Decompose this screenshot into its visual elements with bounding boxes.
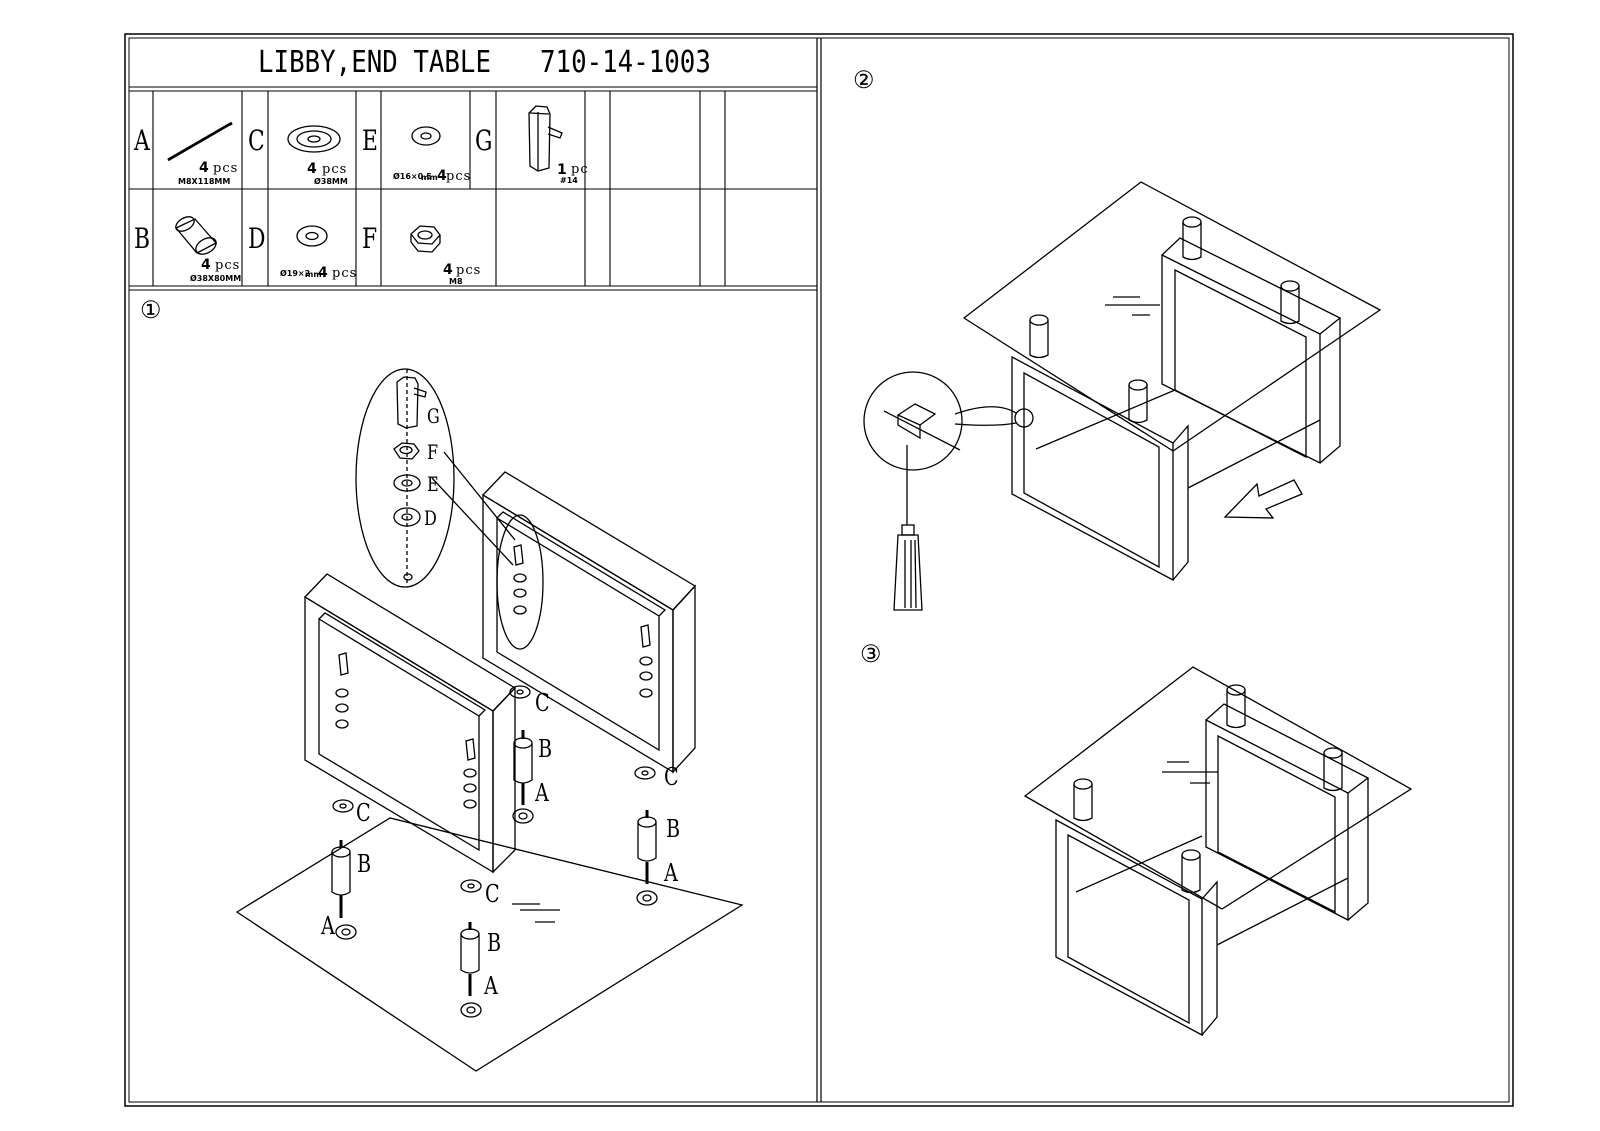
- bolt-icon: [167, 121, 233, 162]
- model-number: 710-14-1003: [540, 45, 711, 80]
- part-c-qty: 4: [307, 161, 317, 177]
- part-a-unit: pcs: [213, 161, 239, 176]
- hardware-stack: [335, 544, 653, 809]
- product-title: LIBBY,END TABLE: [258, 45, 492, 80]
- step-1-marker: ①: [140, 296, 162, 324]
- leg-assemblies: [331, 685, 658, 1018]
- part-letter-c: C: [248, 124, 265, 157]
- rubber-pad-icon: [287, 125, 341, 153]
- part-d-qty: 4: [318, 265, 328, 281]
- part-d-unit: pcs: [332, 266, 358, 281]
- part-c-unit: pcs: [322, 162, 348, 177]
- sleeve-icon: [174, 216, 218, 255]
- callout-f: F: [427, 440, 439, 464]
- part-b-unit: pcs: [215, 258, 241, 273]
- part-letter-a: A: [134, 124, 150, 157]
- callout-b: B: [357, 850, 372, 878]
- direction-arrow: [1223, 479, 1303, 519]
- end-frame: [1011, 237, 1342, 582]
- washer-icon: [296, 225, 328, 247]
- part-f-qty: 4: [443, 262, 453, 278]
- part-a-spec: M8X118MM: [178, 177, 231, 186]
- callout-g: G: [427, 404, 440, 428]
- callout-a: A: [321, 912, 335, 940]
- callout-c: C: [535, 689, 550, 717]
- part-e-spec-unit: mm: [421, 173, 438, 182]
- part-d-spec: Ø19×2: [280, 269, 311, 278]
- part-c-spec: Ø38MM: [314, 177, 348, 186]
- callout-c: C: [664, 763, 679, 791]
- part-e-qty: 4: [437, 168, 447, 184]
- part-letter-f: F: [362, 222, 378, 255]
- glass-top: [962, 181, 1382, 452]
- parts-table: [129, 86, 817, 291]
- callout-e: E: [427, 472, 439, 496]
- part-e-unit: pcs: [446, 169, 472, 184]
- callout-d: D: [424, 506, 437, 530]
- glass-top: [1023, 666, 1413, 910]
- part-g-spec: #14: [560, 176, 578, 185]
- step-3-marker: ③: [860, 640, 882, 668]
- leg-caps: [1029, 216, 1300, 424]
- end-frame-back: [481, 471, 697, 774]
- part-b-spec: Ø38X80MM: [190, 274, 242, 283]
- page-border: [124, 33, 1514, 1107]
- part-f-unit: pcs: [456, 263, 482, 278]
- glass-top: [235, 817, 744, 1072]
- end-frame-front: [303, 573, 517, 874]
- part-letter-e: E: [362, 124, 378, 157]
- step2-diagram: [863, 181, 1382, 611]
- callout-a: A: [535, 779, 549, 807]
- callout-b: B: [666, 815, 681, 843]
- callout-b: B: [538, 735, 553, 763]
- hex-nut-icon: [410, 225, 441, 253]
- step3-diagram: [1023, 666, 1413, 1037]
- part-b-qty: 4: [201, 257, 211, 273]
- detail-zoom-ellipse: [355, 368, 455, 588]
- step1-diagram: [235, 368, 744, 1072]
- part-g-qty: 1: [557, 162, 567, 178]
- part-e-spec: Ø16×0.5: [393, 172, 432, 181]
- part-f-spec: M8: [449, 277, 463, 286]
- part-a-qty: 4: [199, 160, 209, 176]
- detail-zoom-circle: [863, 371, 963, 471]
- callout-c: C: [356, 799, 371, 827]
- screwdriver-icon: [893, 445, 923, 611]
- callout-c: C: [485, 880, 500, 908]
- callout-a: A: [664, 859, 678, 887]
- part-d-spec-unit: mm: [305, 270, 322, 279]
- part-g-unit: pc: [571, 162, 589, 177]
- part-letter-b: B: [134, 222, 151, 255]
- step-2-marker: ②: [853, 66, 875, 94]
- part-letter-d: D: [248, 222, 266, 255]
- washer-icon: [411, 126, 441, 146]
- callout-a: A: [484, 972, 498, 1000]
- callout-b: B: [487, 929, 502, 957]
- part-letter-g: G: [475, 124, 493, 157]
- hex-wrench-icon: [528, 105, 563, 172]
